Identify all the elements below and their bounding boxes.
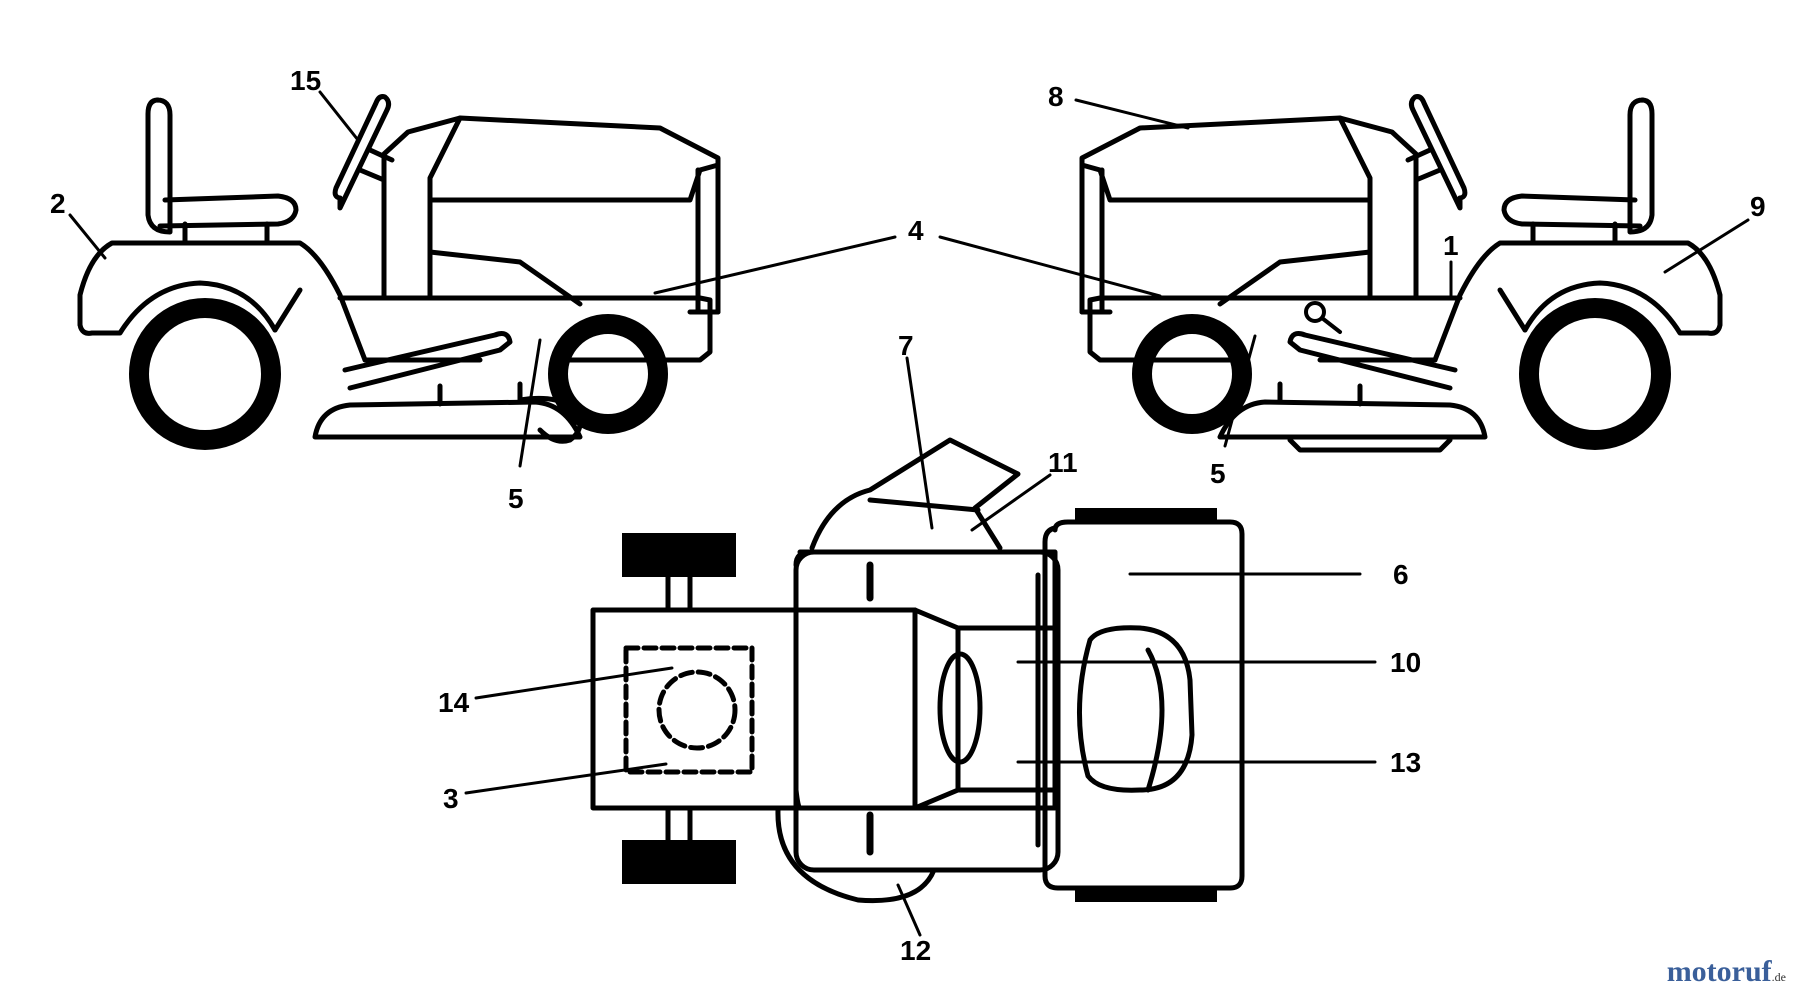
top-rear-wheel-upper — [1075, 508, 1217, 522]
left-rear-wheel — [129, 298, 281, 450]
callout-8: 8 — [1048, 81, 1064, 112]
left-chute — [517, 395, 583, 444]
callout-15: 15 — [290, 65, 321, 96]
right-deck-hangers — [1277, 381, 1363, 407]
leader-4b — [938, 235, 1162, 298]
leader-3 — [464, 762, 668, 795]
top-hood-rear-taper — [912, 607, 961, 811]
leader-15 — [318, 90, 360, 142]
left-rear-fender — [77, 240, 368, 363]
callout-7: 7 — [898, 330, 914, 361]
watermark-logo: motoruf.de — [1667, 955, 1786, 989]
right-hood — [1079, 115, 1373, 315]
top-engine-zone — [623, 645, 755, 775]
leader-11 — [970, 473, 1052, 532]
top-chute-panel — [867, 497, 981, 513]
leader-lines — [68, 90, 1750, 937]
left-tractor — [77, 94, 721, 450]
leader-7 — [905, 356, 934, 530]
callout-5-right: 5 — [1210, 458, 1226, 489]
top-front-axle — [665, 574, 693, 843]
right-seat-cushion — [1501, 193, 1643, 229]
right-dash — [1337, 115, 1419, 301]
right-seat-back — [1627, 97, 1655, 235]
callout-13: 13 — [1390, 747, 1421, 778]
top-mower-deck — [793, 549, 1061, 873]
callout-10: 10 — [1390, 647, 1421, 678]
leader-5a — [518, 338, 542, 468]
top-seat-back — [1145, 647, 1165, 793]
left-front-wheel — [548, 314, 668, 434]
left-steering-wheel — [332, 94, 392, 211]
left-seat-cushion — [157, 193, 299, 229]
top-seat — [1077, 625, 1195, 793]
top-rear-fender — [1042, 519, 1245, 891]
leader-4a — [653, 235, 897, 295]
top-frame-body — [793, 549, 1058, 811]
leader-5b — [1223, 334, 1257, 448]
right-lift-lever — [1287, 331, 1458, 391]
right-steering-wheel — [1408, 94, 1468, 211]
leader-14 — [474, 666, 674, 700]
right-steering-column — [1405, 147, 1443, 183]
callout-2: 2 — [50, 188, 66, 219]
left-seat-back — [145, 97, 173, 235]
top-front-wheel-upper — [622, 533, 736, 577]
right-mower-deck — [1217, 399, 1488, 440]
callout-5-left: 5 — [508, 483, 524, 514]
right-rear-wheel — [1519, 298, 1671, 450]
left-hood-grill — [695, 165, 721, 315]
callout-6: 6 — [1393, 559, 1409, 590]
left-deck-hangers — [437, 381, 523, 407]
right-hood-grill — [1079, 165, 1105, 315]
callout-12: 12 — [900, 935, 931, 966]
leader-2 — [68, 213, 107, 260]
left-steering-column — [357, 147, 395, 183]
left-lift-lever — [342, 331, 513, 391]
callout-labels: 15 2 4 5 5 8 9 1 7 11 6 10 13 14 3 12 — [50, 65, 1766, 966]
left-seat-pedestal — [182, 221, 270, 246]
right-hood-panel — [1079, 162, 1373, 307]
callout-3: 3 — [443, 783, 459, 814]
top-steering-wheel — [937, 651, 983, 765]
left-dash — [381, 115, 463, 301]
right-tractor — [1079, 94, 1723, 453]
right-rear-fender — [1432, 240, 1723, 363]
left-hood-panel — [427, 162, 721, 307]
left-mower-deck — [312, 399, 583, 440]
top-rear-wheel-lower — [1075, 888, 1217, 902]
watermark-brand: motoruf — [1666, 955, 1772, 988]
callout-4: 4 — [908, 215, 924, 246]
watermark-suffix: .de — [1771, 970, 1786, 984]
top-chute — [809, 437, 1021, 551]
right-lever-knob — [1304, 301, 1326, 323]
top-view — [590, 437, 1245, 904]
top-bagger-arc — [775, 807, 937, 904]
leader-12 — [896, 883, 922, 937]
right-seat-pedestal — [1530, 221, 1618, 246]
top-front-wheel-lower — [622, 840, 736, 884]
right-lever-stem — [1320, 316, 1342, 334]
right-front-wheel — [1132, 314, 1252, 434]
callout-14: 14 — [438, 687, 470, 718]
left-hood — [427, 115, 721, 315]
callout-1: 1 — [1443, 230, 1459, 261]
callout-9: 9 — [1750, 191, 1766, 222]
right-deck-skid — [1287, 437, 1453, 453]
leader-9 — [1663, 218, 1750, 274]
top-engine-fan — [656, 669, 738, 751]
callout-11: 11 — [1048, 447, 1078, 478]
leader-8 — [1074, 98, 1190, 130]
